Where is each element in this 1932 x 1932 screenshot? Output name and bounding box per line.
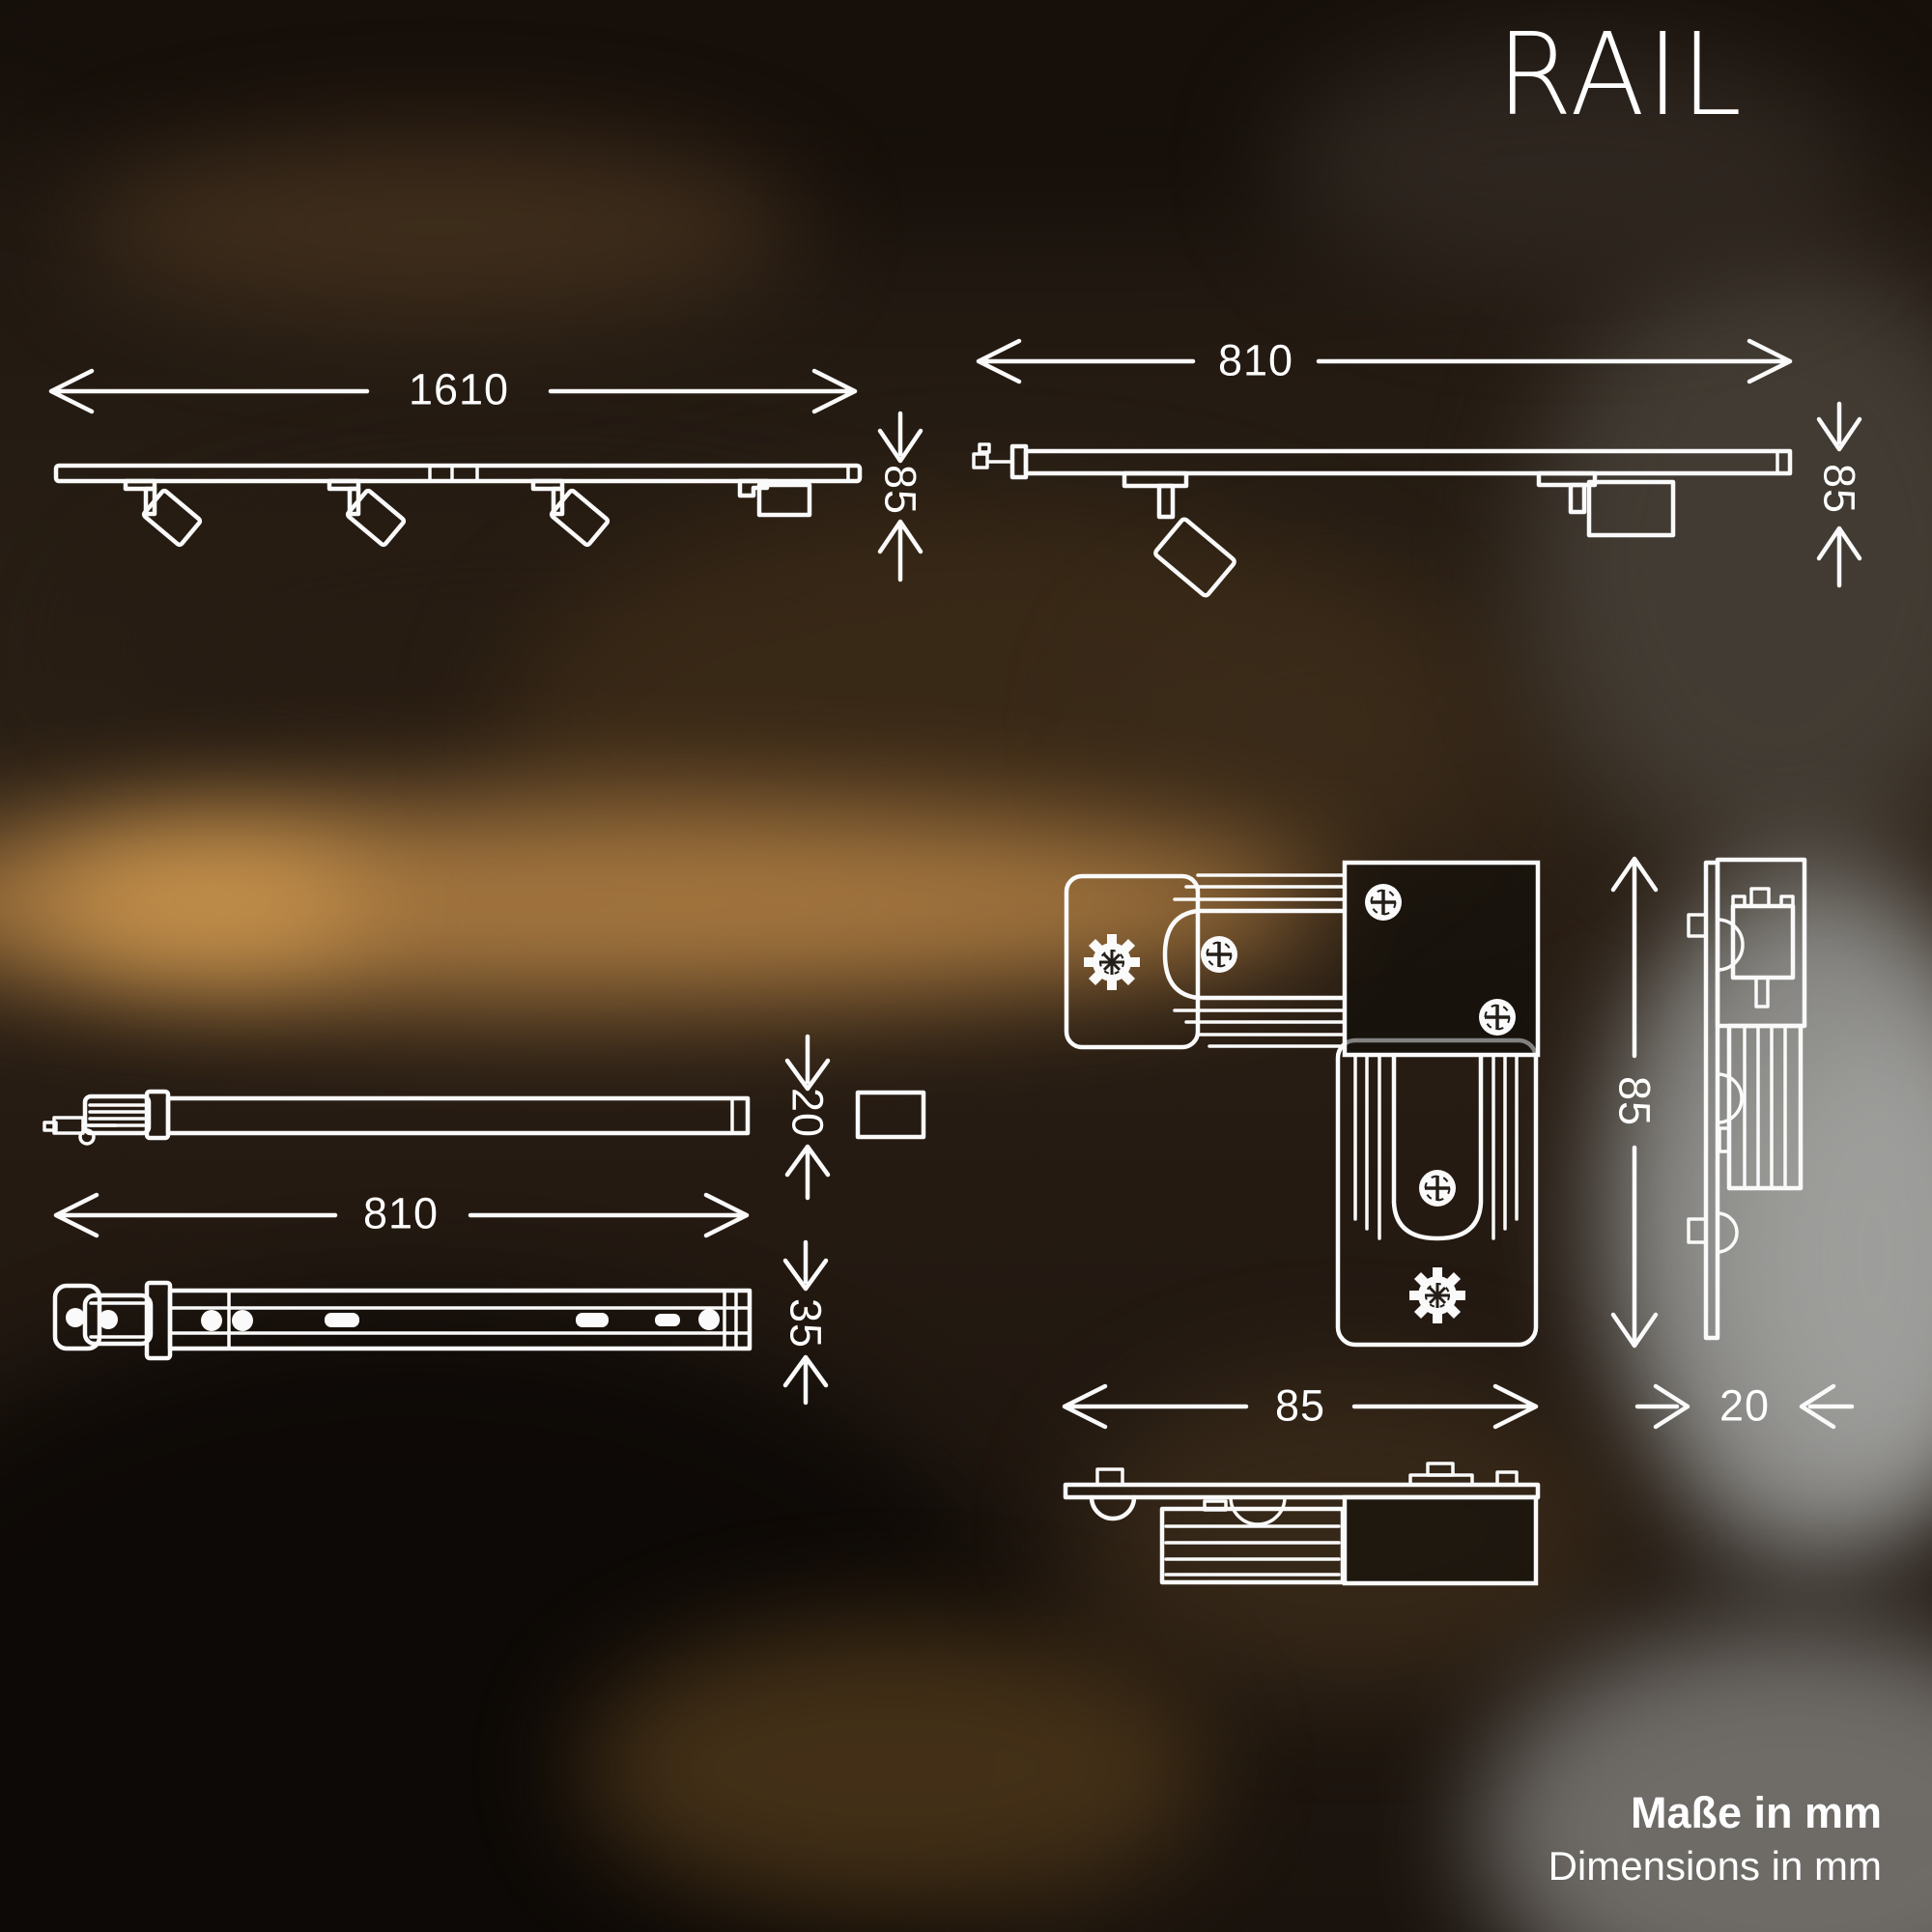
dim-label-connector-depth: 20 <box>1719 1380 1771 1431</box>
track-single-drawing <box>972 442 1793 598</box>
horizontal-rail-stub <box>1162 873 1348 1048</box>
dim-arrow-rail-length <box>53 1192 750 1238</box>
l-connector-bottom-view-drawing <box>1063 1462 1541 1586</box>
track-two-piece-drawing <box>53 463 863 548</box>
dim-label-connector-width: 85 <box>1274 1380 1326 1431</box>
dim-label-connector-height: 85 <box>1609 1075 1660 1127</box>
spotlight-2 <box>327 478 407 548</box>
power-adapter <box>1536 470 1676 538</box>
spotlight-1 <box>123 478 203 548</box>
units-note: Maße in mm Dimensions in mm <box>1548 1786 1882 1893</box>
rail-bottom-view-drawing <box>52 1280 753 1361</box>
dim-arrow-track-two-length <box>48 368 858 414</box>
screw-icon <box>1477 997 1518 1037</box>
dim-label-track-single-height: 85 <box>1814 463 1864 515</box>
end-plug <box>972 442 1014 469</box>
spotlight-3 <box>530 478 611 548</box>
vertical-rail-stub <box>1353 1052 1519 1241</box>
units-note-english: Dimensions in mm <box>1548 1843 1882 1889</box>
rail-side-view-drawing <box>43 1089 751 1146</box>
dim-label-rail-height: 20 <box>782 1087 833 1139</box>
dim-arrow-track-two-height <box>877 411 923 582</box>
power-adapter <box>737 478 812 518</box>
dim-label-rail-width: 35 <box>781 1297 831 1350</box>
end-plug <box>43 1116 118 1146</box>
spotlight <box>1122 470 1236 598</box>
dim-arrow-connector-width <box>1062 1383 1539 1430</box>
l-connector-side-view-drawing <box>1687 857 1807 1341</box>
dim-label-track-single-length: 810 <box>1217 335 1294 385</box>
dim-arrow-track-single-length <box>976 338 1793 384</box>
rail-end-view <box>855 1090 926 1140</box>
units-note-german: Maße in mm <box>1630 1788 1882 1837</box>
rail-logo: RAIL <box>1496 8 1744 141</box>
gear-screw-icon <box>1407 1265 1467 1325</box>
dim-arrow-rail-height-20 <box>784 1034 831 1201</box>
dim-arrow-connector-height <box>1610 856 1659 1349</box>
l-connector-top-view-drawing <box>1064 860 1541 1348</box>
dim-label-track-two-length: 1610 <box>408 364 510 414</box>
dim-arrow-track-single-height <box>1816 401 1862 588</box>
dim-arrow-rail-width-35 <box>782 1239 829 1406</box>
screw-icon <box>1363 882 1404 923</box>
dim-label-track-two-height: 85 <box>875 464 925 516</box>
dim-arrow-connector-depth <box>1634 1383 1855 1430</box>
dim-label-rail-length: 810 <box>362 1188 440 1238</box>
gear-screw-icon <box>1082 932 1142 992</box>
